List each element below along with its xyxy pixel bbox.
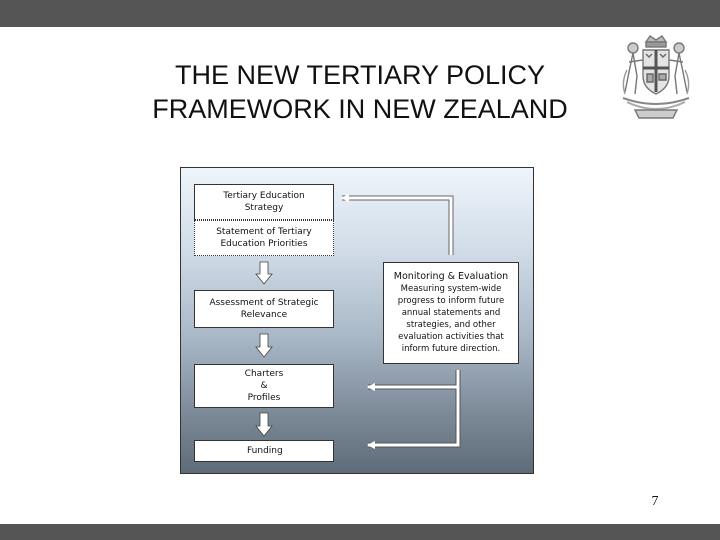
down-arrow-3 — [255, 412, 273, 437]
monitoring-evaluation-text: Measuring system-wide progress to inform… — [397, 284, 505, 354]
assessment-strategic-relevance-label: Assessment of Strategic Relevance — [209, 298, 319, 320]
feedback-arrow-to-charters-funding — [367, 370, 461, 449]
down-arrow-2 — [255, 333, 273, 358]
tertiary-education-strategy-box: Tertiary Education Strategy — [194, 184, 334, 220]
charters-profiles-box: Charters & Profiles — [194, 364, 334, 408]
bottom-bar — [0, 524, 720, 540]
statement-of-priorities-box: Statement of Tertiary Education Prioriti… — [194, 220, 334, 256]
nz-coat-of-arms-logo — [622, 35, 690, 119]
title-line-2: FRAMEWORK IN NEW ZEALAND — [152, 94, 568, 124]
statement-of-priorities-label: Statement of Tertiary Education Prioriti… — [216, 227, 312, 249]
page-number: 7 — [651, 494, 659, 509]
top-bar — [0, 0, 720, 27]
monitoring-evaluation-box: Monitoring & Evaluation Measuring system… — [383, 262, 519, 364]
charters-profiles-label: Charters & Profiles — [244, 369, 284, 403]
funding-label: Funding — [247, 446, 283, 456]
feedback-arrow-to-strategy — [341, 194, 454, 255]
down-arrow-1 — [255, 261, 273, 285]
slide-title: THE NEW TERTIARY POLICY FRAMEWORK IN NEW… — [100, 58, 620, 126]
diagram-arrows — [255, 194, 461, 449]
title-line-1: THE NEW TERTIARY POLICY — [174, 60, 546, 90]
monitoring-evaluation-title: Monitoring & Evaluation — [393, 271, 509, 282]
tertiary-education-strategy-label: Tertiary Education Strategy — [223, 191, 305, 213]
funding-box: Funding — [194, 440, 334, 462]
assessment-strategic-relevance-box: Assessment of Strategic Relevance — [194, 290, 334, 328]
